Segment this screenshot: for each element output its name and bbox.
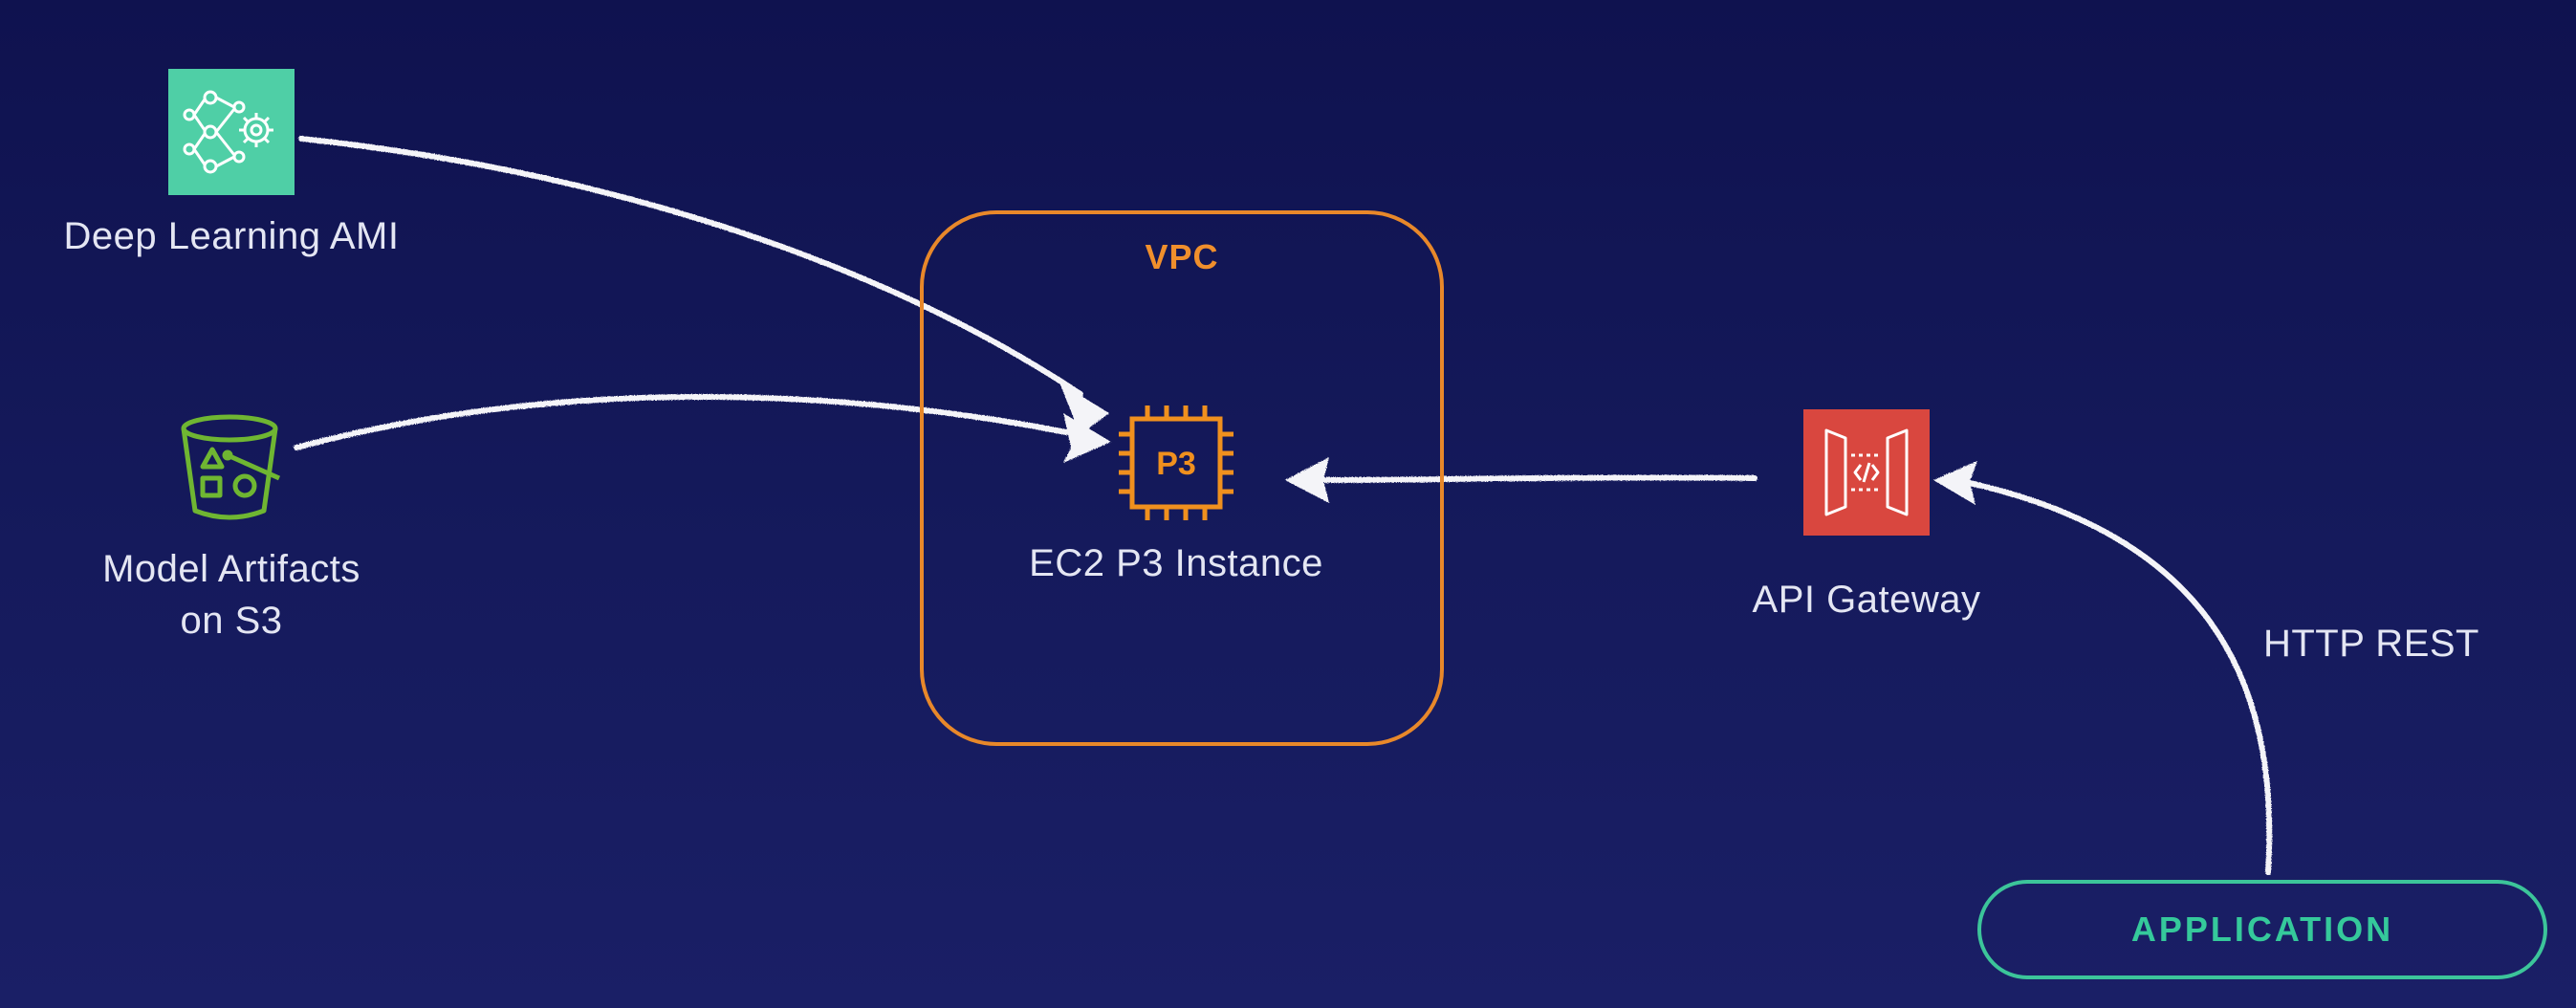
application-node: APPLICATION [1977,880,2547,979]
arrow-s3-to-ec2 [294,394,1069,450]
ec2-chip-text: P3 [1156,446,1196,482]
arrowhead-app [1933,461,1977,505]
vpc-container: VPC [920,210,1444,746]
dlami-label: Deep Learning AMI [63,215,400,257]
deep-learning-ami-icon [168,69,295,195]
vpc-title: VPC [1145,237,1219,276]
arrow-app-to-apigw [1967,480,2273,875]
api-gateway-icon [1803,409,1930,536]
s3-label: Model Artifacts on S3 [102,548,360,642]
ec2-chip-icon: P3 [1119,405,1233,520]
arrow-dlami-to-ec2 [298,136,1083,397]
s3-bucket-icon [181,414,281,520]
arrowhead-dlami [1059,383,1109,440]
http-rest-label: HTTP REST [2262,623,2479,665]
ec2-label: EC2 P3 Instance [1029,542,1323,584]
arrow-apigw-to-ec2 [1319,474,1757,483]
arrowhead-s3 [1063,413,1111,463]
arrowhead-apigw [1285,457,1329,503]
apigw-label: API Gateway [1752,579,1981,621]
